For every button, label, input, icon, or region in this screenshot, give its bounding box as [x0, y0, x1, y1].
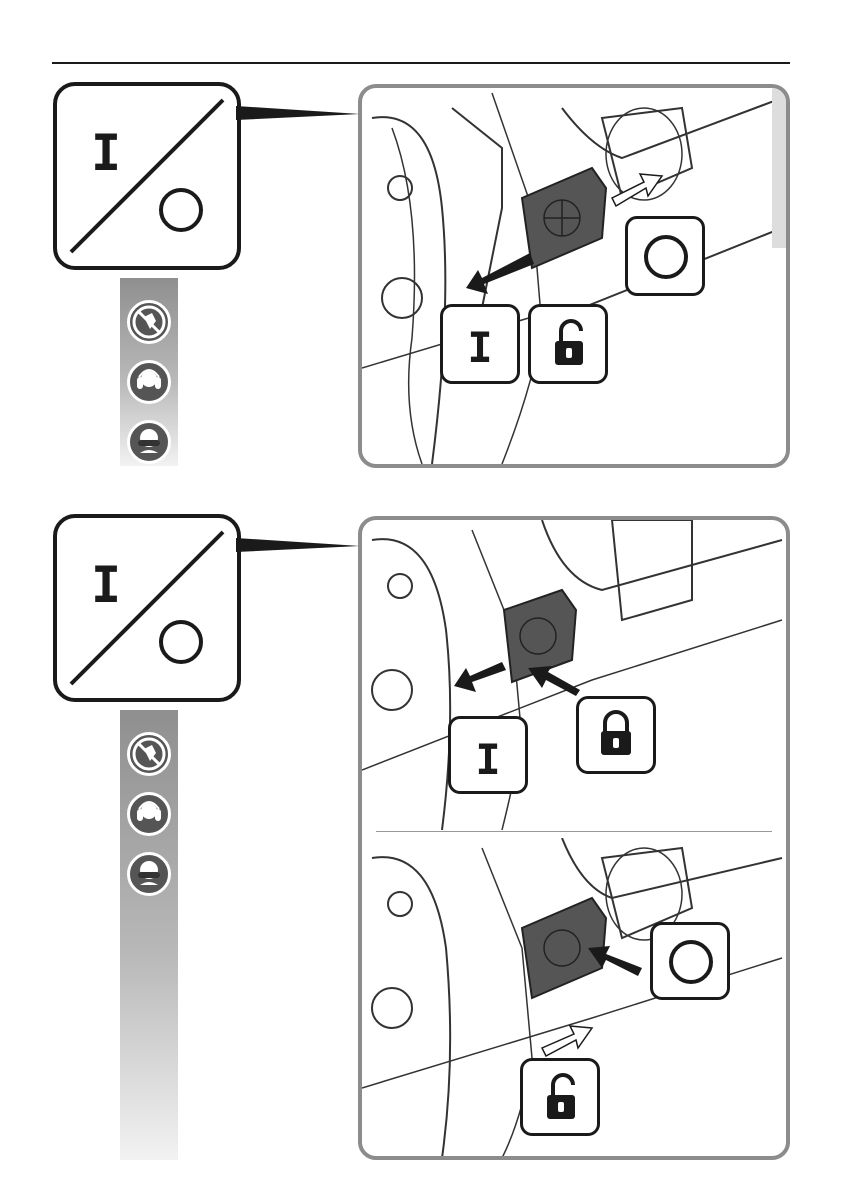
- top-rule: [52, 62, 790, 64]
- unlock-icon: [528, 304, 608, 384]
- eye-protection-icon: [127, 420, 171, 464]
- off-glyph: [159, 188, 203, 232]
- symbol-off: [650, 922, 730, 1000]
- symbol-off: [625, 216, 705, 296]
- safety-strip: [120, 278, 178, 466]
- illustration-switch-on: I: [358, 84, 790, 468]
- diagonal-slash: [57, 518, 237, 698]
- symbol-on: I: [440, 304, 520, 384]
- on-glyph: I: [91, 560, 121, 610]
- off-glyph: [159, 620, 203, 664]
- symbol-on-label: I: [451, 735, 525, 784]
- on-off-symbol: I: [53, 514, 241, 702]
- sub-illustration-divider: [376, 831, 772, 832]
- no-gloves-icon: [127, 300, 171, 344]
- diagonal-slash: [57, 86, 237, 266]
- tool-drawing-lock: [362, 520, 786, 830]
- ear-protection-icon: [127, 360, 171, 404]
- on-off-symbol: I: [53, 82, 241, 270]
- callout-pointer: [236, 532, 366, 562]
- safety-strip: [120, 710, 178, 1160]
- symbol-on: I: [448, 716, 528, 794]
- lock-icon: [576, 696, 656, 774]
- eye-protection-icon: [127, 852, 171, 896]
- symbol-on-label: I: [443, 323, 517, 372]
- symbol-off-circle: [644, 235, 688, 279]
- unlock-icon: [520, 1058, 600, 1136]
- ear-protection-icon: [127, 792, 171, 836]
- symbol-off-circle: [669, 940, 713, 984]
- on-glyph: I: [91, 128, 121, 178]
- tool-drawing: [362, 88, 786, 464]
- callout-pointer: [236, 100, 366, 130]
- illustration-switch-lock-and-off: I: [358, 516, 790, 1160]
- no-gloves-icon: [127, 732, 171, 776]
